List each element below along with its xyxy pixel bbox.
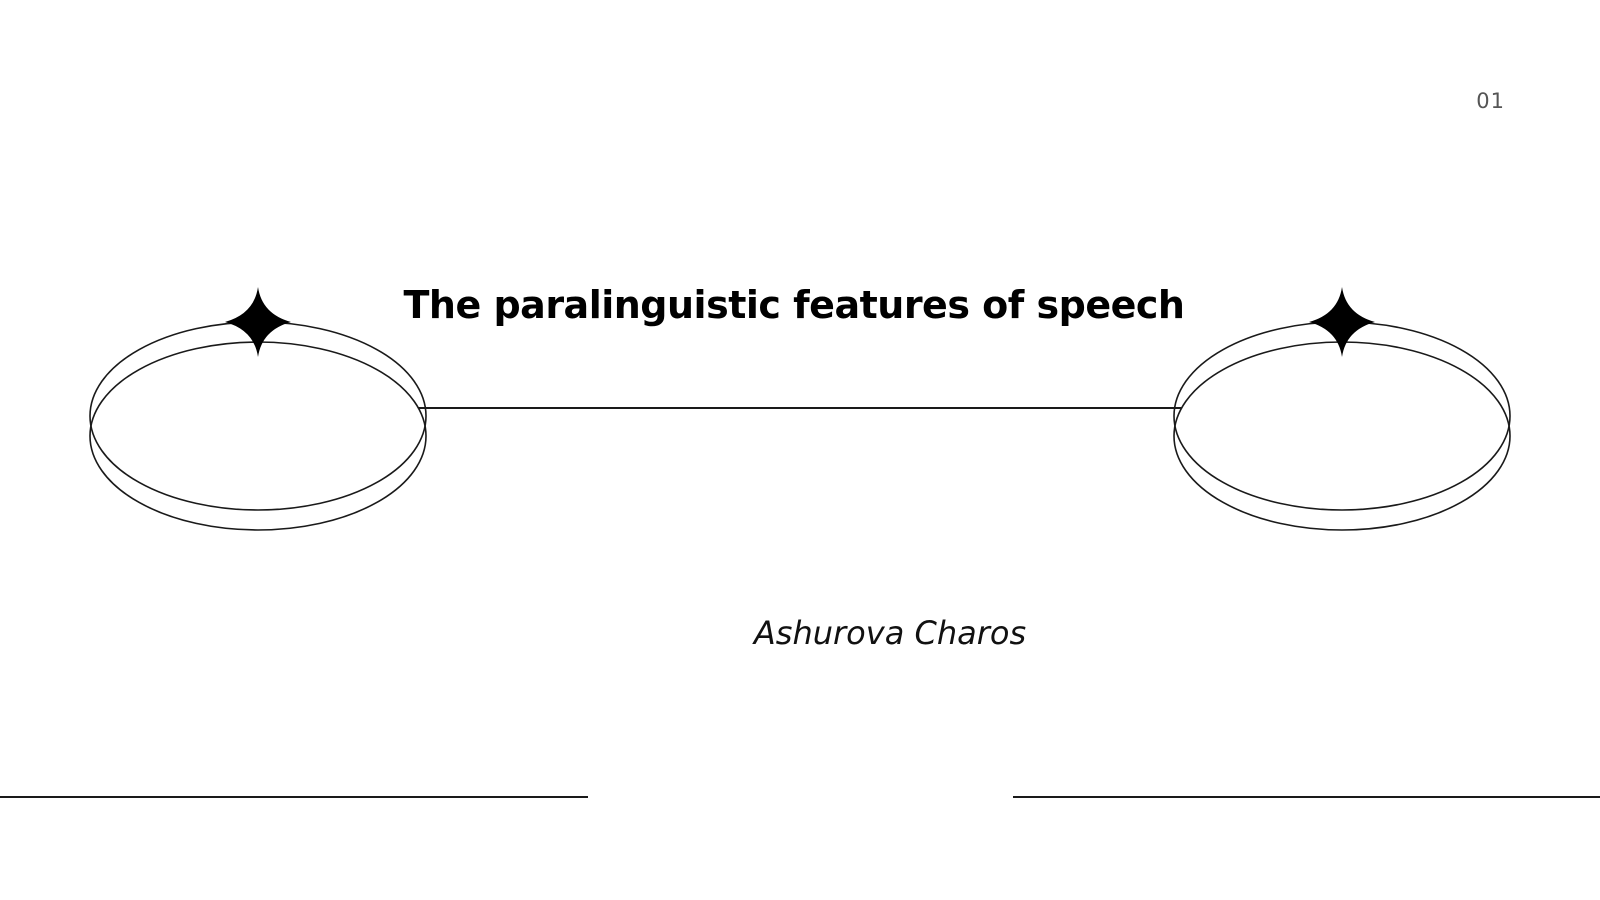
author-name: Ashurova Charos bbox=[753, 614, 1027, 652]
slide-title-container: The paralinguistic features of speech bbox=[0, 283, 1600, 327]
author-container: Ashurova Charos bbox=[0, 614, 1600, 652]
slide-title: The paralinguistic features of speech bbox=[403, 283, 1185, 327]
sparkle-star-icon bbox=[1309, 287, 1375, 357]
page-number: 01 bbox=[1476, 89, 1505, 113]
sparkle-star-icon bbox=[225, 287, 291, 357]
